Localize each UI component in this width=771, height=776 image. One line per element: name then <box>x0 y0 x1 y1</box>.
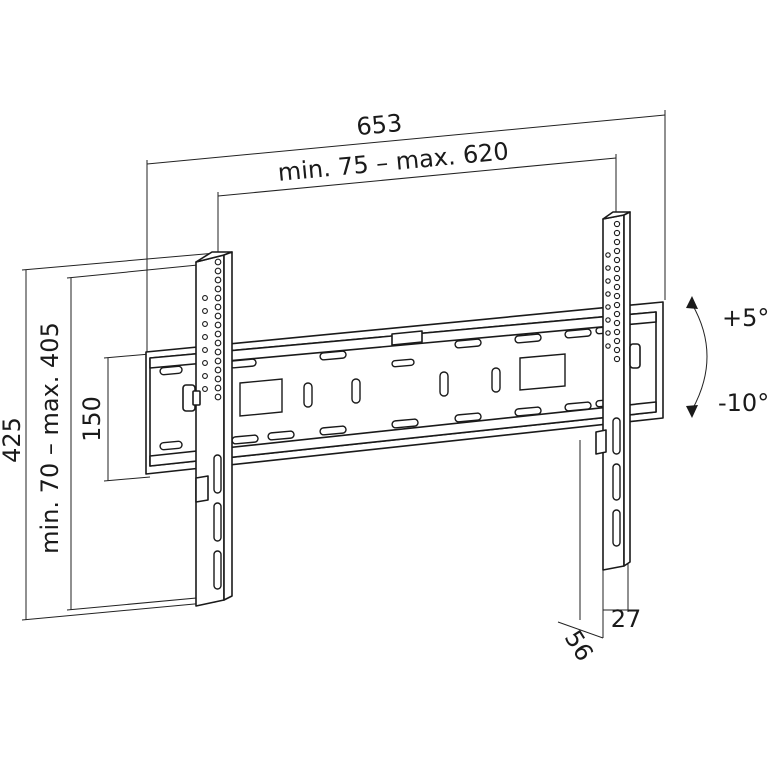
tilt-up-label: +5° <box>722 304 769 332</box>
depth-rail-label: 27 <box>611 605 642 633</box>
left-arm <box>182 251 233 607</box>
dimension-lines <box>21 110 666 639</box>
overall-height-label: 425 <box>0 417 26 463</box>
vesa-vertical-label: min. 70 – max. 405 <box>36 322 64 554</box>
depth-total-label: 56 <box>559 625 599 666</box>
tilt-down-label: -10° <box>718 389 769 417</box>
left-arm-holes <box>202 258 222 590</box>
rail-height-label: 150 <box>78 396 106 442</box>
right-arm <box>595 211 641 571</box>
tilt-arrow-icon <box>686 296 708 418</box>
right-arm-holes <box>605 220 621 547</box>
overall-width-label: 653 <box>355 109 403 141</box>
locking-knob-icon <box>182 384 201 412</box>
wall-rail <box>145 301 664 475</box>
